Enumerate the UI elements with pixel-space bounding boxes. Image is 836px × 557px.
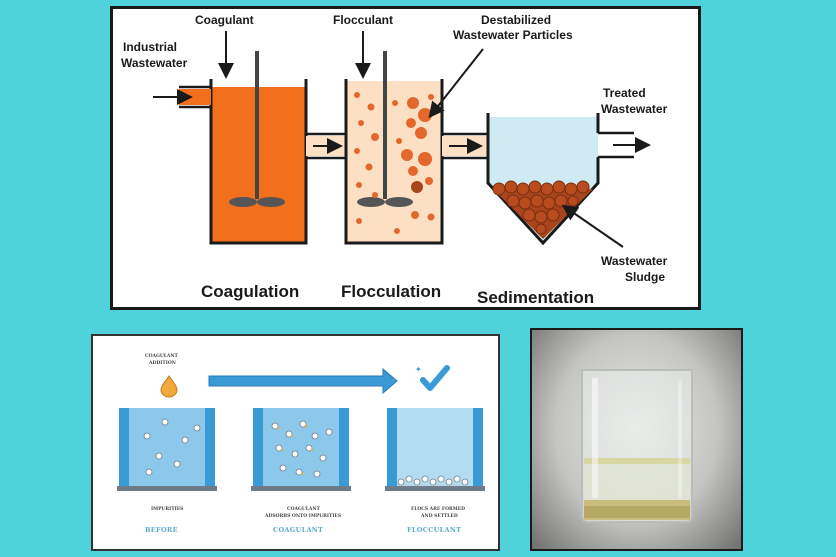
coagulant-addition-label-1: COAGULANT: [145, 353, 179, 359]
coagulation-mixer-blade: [229, 197, 257, 207]
coagulant-label: Coagulant: [195, 13, 254, 27]
beaker-coagulant: [251, 408, 351, 491]
stage-before: BEFORE: [145, 526, 178, 534]
check-icon: [420, 365, 450, 391]
process-arrow: [208, 367, 398, 395]
coagulant-drop-icon: [160, 375, 178, 398]
beaker-photo-drawing: [581, 369, 693, 523]
destabilized-label-1: Destabilized: [481, 13, 551, 27]
process-diagram: Coagulant Flocculant Destabilized Wastew…: [121, 13, 668, 307]
beaker-flocculant: [385, 408, 485, 491]
liquid-surface: [584, 458, 690, 464]
sludge-particles: [492, 180, 590, 235]
sparkle-icon: ✦: [415, 365, 422, 374]
caption-flocculant-1: FLOCS ARE FORMED: [411, 506, 465, 512]
sludge-label-2: Sludge: [625, 270, 665, 284]
caption-coagulant-1: COAGULANT: [287, 506, 321, 512]
coagulation-flocculation-panel: COAGULANT ADDITION ✦: [91, 334, 500, 551]
stage-label-sedimentation: Sedimentation: [477, 288, 594, 307]
sludge-pointer: [561, 204, 624, 248]
flocculant-label: Flocculant: [333, 13, 393, 27]
destabilized-pointer: [428, 48, 484, 119]
coagulant-addition-label-2: ADDITION: [148, 360, 176, 366]
stage-coagulant: COAGULANT: [273, 526, 323, 534]
destabilized-label-2: Wastewater Particles: [453, 28, 573, 42]
caption-coagulant-2: ADSORBS ONTO IMPURITIES: [264, 513, 341, 519]
caption-flocculant-2: AND SETTLED: [420, 513, 458, 519]
industrial-label-1: Industrial: [123, 40, 177, 54]
sludge-label-1: Wastewater: [601, 254, 668, 268]
industrial-label-2: Wastewater: [121, 56, 188, 70]
stage-flocculant: FLOCCULANT: [407, 526, 461, 534]
stage-label-flocculation: Flocculation: [341, 282, 441, 301]
beaker-photo: [530, 328, 743, 551]
flocculation-particles: [354, 92, 435, 234]
beakers-illustration: COAGULANT ADDITION ✦: [117, 353, 485, 534]
coagulation-tank-walls: [209, 79, 308, 245]
process-diagram-panel: Coagulant Flocculant Destabilized Wastew…: [110, 6, 701, 310]
treated-label-2: Wastewater: [601, 102, 668, 116]
dark-floc: [411, 181, 423, 193]
flocculation-mixer-blade: [357, 197, 385, 207]
flocculation-tank-walls: [344, 79, 444, 245]
sedimentation-tank-walls: [486, 113, 600, 246]
clear-liquid: [584, 462, 690, 506]
stage-label-coagulation: Coagulation: [201, 282, 299, 301]
beaker-before: [117, 408, 217, 491]
treated-label-1: Treated: [603, 86, 646, 100]
caption-before: IMPURITIES: [151, 506, 183, 512]
